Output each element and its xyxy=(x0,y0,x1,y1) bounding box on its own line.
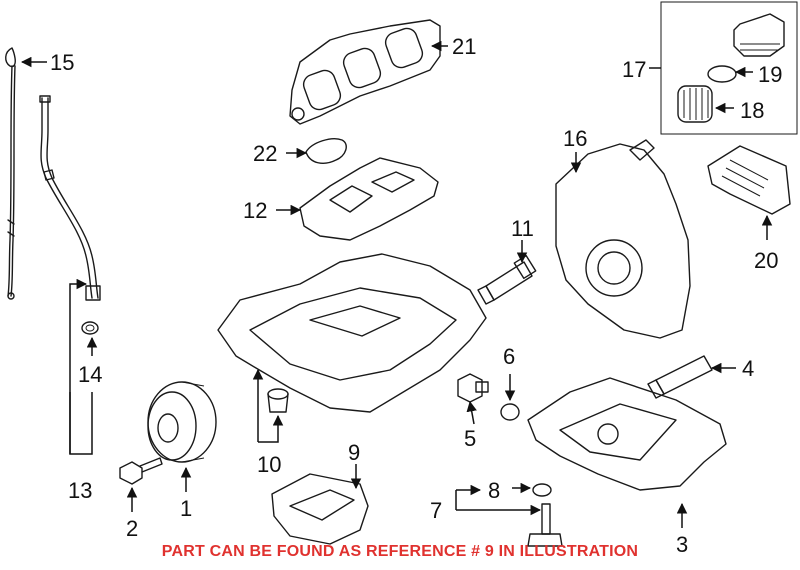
callout-3: 3 xyxy=(676,532,688,557)
bolt-part-2 xyxy=(119,457,163,485)
drain-plug-part-5 xyxy=(457,373,489,403)
callout-6: 6 xyxy=(503,344,515,369)
callout-14: 14 xyxy=(78,362,102,387)
callout-9: 9 xyxy=(348,440,360,465)
reference-notice: PART CAN BE FOUND AS REFERENCE # 9 IN IL… xyxy=(161,543,639,560)
filter-housing-part-17 xyxy=(733,13,785,57)
seal-part-8 xyxy=(532,483,552,497)
o-ring-part-14 xyxy=(81,321,99,335)
callout-22: 22 xyxy=(253,141,277,166)
sealant-tube-part-4 xyxy=(647,355,713,399)
callout-7: 7 xyxy=(430,498,442,523)
lower-oil-pan-part-3 xyxy=(527,377,727,491)
gasket-part-22 xyxy=(305,138,347,164)
callout-8: 8 xyxy=(488,478,500,503)
callout-21: 21 xyxy=(452,34,476,59)
callout-20: 20 xyxy=(754,248,778,273)
intake-manifold-part-21 xyxy=(289,19,441,125)
cover-part-12 xyxy=(299,157,439,241)
oil-pump-part-9 xyxy=(271,473,369,545)
pulley-part-1 xyxy=(147,381,217,463)
leader-lines xyxy=(20,40,773,528)
callout-4: 4 xyxy=(742,356,754,381)
dipstick-part-15 xyxy=(5,47,16,300)
oil-filter-part-18 xyxy=(677,85,713,123)
seal-ring-part-6 xyxy=(500,403,520,421)
callout-19: 19 xyxy=(758,62,782,87)
o-ring-part-19 xyxy=(707,65,737,83)
callout-2: 2 xyxy=(126,516,138,541)
oil-cooler-part-20 xyxy=(707,145,791,215)
callout-13: 13 xyxy=(68,478,92,503)
timing-cover-part-16 xyxy=(555,139,691,339)
callout-10: 10 xyxy=(257,452,281,477)
callout-12: 12 xyxy=(243,198,267,223)
sealant-tube-part-11 xyxy=(477,254,537,305)
callout-16: 16 xyxy=(563,126,587,151)
callout-11: 11 xyxy=(511,216,534,241)
callout-1: 1 xyxy=(180,496,192,521)
callout-15: 15 xyxy=(50,50,74,75)
upper-oil-pan-part-10 xyxy=(217,253,487,413)
oil-level-sensor-part-7 xyxy=(527,503,563,547)
dipstick-tube-part-13 xyxy=(39,95,101,301)
callout-18: 18 xyxy=(740,98,764,123)
sensor-part-10 xyxy=(267,388,289,413)
callout-5: 5 xyxy=(464,426,476,451)
callout-17: 17 xyxy=(622,57,646,82)
